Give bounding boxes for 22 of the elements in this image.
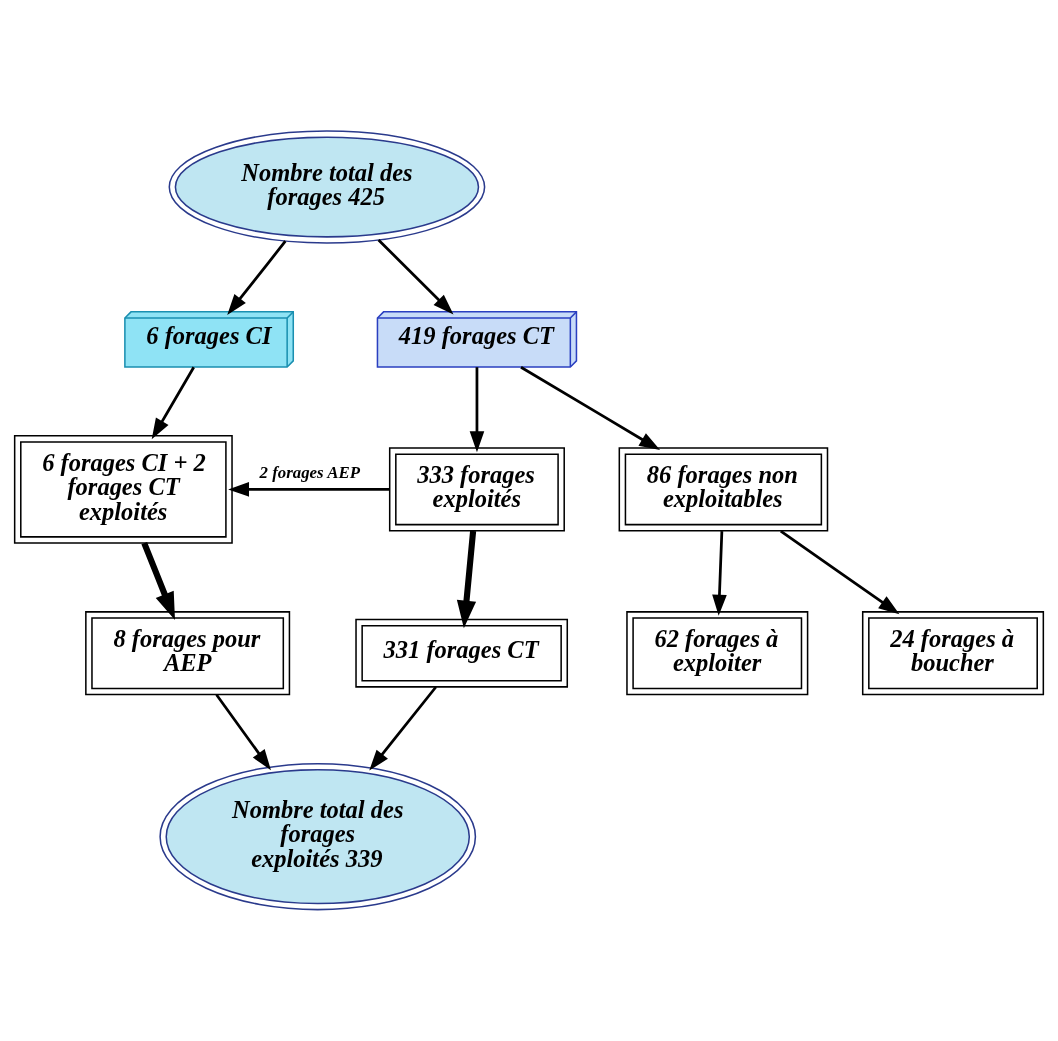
node-box: 6 forages CI + 2 forages CT exploités (13, 435, 233, 544)
arrow (456, 530, 477, 629)
arrow (469, 367, 485, 453)
arrow (369, 686, 437, 771)
node-ellipse: Nombre total des forages exploités 339 (159, 762, 477, 911)
arrow (215, 693, 271, 771)
node-ellipse: Nombre total des forages 425 (168, 130, 486, 244)
arrow (151, 366, 195, 440)
node-box: 86 forages non exploitables (618, 447, 829, 532)
arrow (141, 542, 175, 621)
arrow (227, 240, 287, 315)
node-box: 333 forages exploités (388, 447, 565, 532)
node-box: 24 forages à boucher (861, 611, 1045, 696)
node-box: 62 forages à exploiter (626, 611, 809, 696)
arrow (228, 482, 390, 497)
arrow (377, 239, 454, 315)
node-box: 8 forages pour AEP (85, 611, 291, 696)
edge-label: 2 forages AEP (259, 463, 360, 483)
node-box: 331 forages CT (355, 618, 569, 688)
arrow (779, 529, 900, 615)
arrow (712, 531, 727, 616)
arrow (520, 366, 661, 451)
